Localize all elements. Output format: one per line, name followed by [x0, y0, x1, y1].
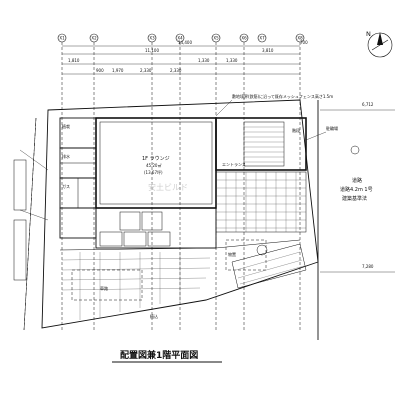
note-bicycle: 駐輪場 [326, 125, 338, 131]
note-planting: 植栽 [62, 123, 70, 129]
grid-bubble-label: X6 [241, 36, 247, 41]
bicycle-parking-outline [225, 239, 267, 271]
grid-bubble-label: X7 [259, 36, 265, 41]
note-gas: ガス [62, 183, 70, 189]
dim-right-2: 7,280 [362, 264, 374, 269]
dim-c: 1,970 [112, 68, 124, 73]
dim-main: 11,100 [145, 48, 159, 53]
right-wing [215, 117, 307, 171]
dim-right-1: 6,712 [362, 102, 374, 107]
note-hedge: 植込 [150, 313, 158, 319]
service-rooms [95, 207, 217, 249]
stair-treads [243, 121, 285, 167]
dim-d: 2,330 [140, 68, 152, 73]
note-fence: 敷地境界(鉄筋)に沿って既存メッシュフェンス高さ1.5m [232, 93, 333, 99]
road-label-3: 建築基準法 [342, 195, 367, 202]
drawing-title: 配置図兼1階平面図 [120, 349, 198, 361]
dim-h: 700 [300, 40, 308, 45]
dim-e: 2,330 [170, 68, 182, 73]
grid-bubble-label: X1 [59, 36, 65, 41]
entrance-label: エントランス [222, 161, 246, 167]
road-label-1: 道路 [352, 177, 362, 184]
note-drain: 排水 [62, 153, 70, 159]
dim-g: 1,330 [226, 58, 238, 63]
left-margin-notes [13, 117, 37, 331]
parking-grid-area [215, 171, 307, 233]
watermark-text: 安土ビルド [148, 182, 188, 192]
road-label-2: 道路4.2m 1号 [340, 186, 373, 193]
north-label: N [366, 30, 371, 38]
manhole-icon [350, 145, 360, 155]
dimension-lines-top [62, 45, 300, 75]
leader-lines [19, 99, 327, 221]
main-room-area: 45.20㎡ [146, 162, 161, 168]
drain-icon [256, 244, 268, 256]
grid-bubble-label: X2 [91, 36, 97, 41]
site-boundary [41, 99, 319, 329]
main-room-sub: (13.67坪) [144, 169, 163, 175]
column-grid-bubbles-top: X1 X2 X3 X4 X5 X6 X7 X8 [57, 33, 305, 43]
outdoor-paving [59, 239, 301, 251]
dim-right: 3,810 [262, 48, 274, 53]
dim-a: 1,810 [68, 58, 80, 63]
paving-grid [61, 252, 211, 320]
main-room-label: 1F ラウンジ [142, 155, 170, 162]
note-storage: 物置 [228, 251, 236, 257]
parking-space-outline [71, 269, 143, 301]
planting-hatched-block [231, 243, 307, 289]
grid-bubble-label: X3 [149, 36, 155, 41]
dim-overall: 14,400 [178, 40, 192, 45]
stair-label: 階段 [292, 127, 300, 133]
grid-bubble-label: X4 [177, 36, 183, 41]
main-lounge-inner [99, 121, 213, 205]
grid-bubble-label: X5 [213, 36, 219, 41]
grid-bubble-label: X8 [297, 36, 303, 41]
dim-f: 1,330 [198, 58, 210, 63]
note-driveway: 車路 [100, 285, 108, 291]
dim-b: 900 [96, 68, 104, 73]
north-arrow-icon: N [366, 30, 393, 58]
